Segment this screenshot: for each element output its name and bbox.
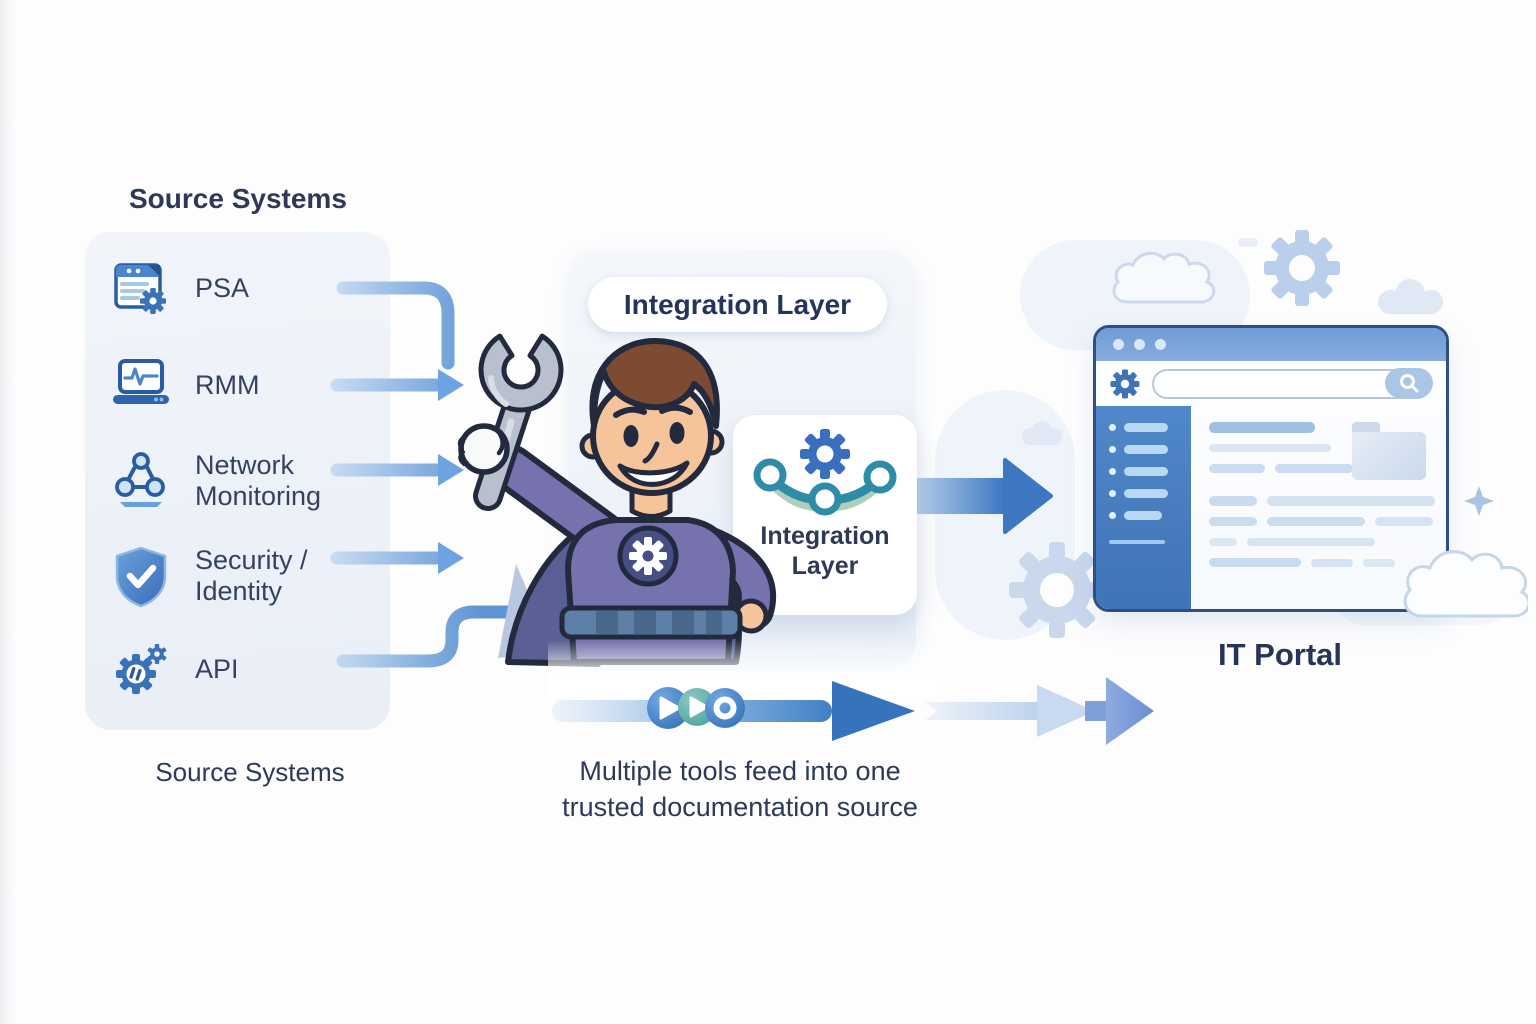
arrowhead [438, 542, 464, 574]
source-systems-footer-label: Source Systems [155, 757, 345, 787]
document-gear-icon [114, 263, 166, 314]
pipeline-arrow [552, 677, 1154, 745]
window-dot [1134, 339, 1145, 350]
cloud-icon [1378, 279, 1443, 314]
source-item-network-monitoring: Network Monitoring [109, 433, 373, 529]
cloud-icon [1022, 421, 1062, 445]
raised-arm [495, 451, 619, 551]
source-systems-heading: Source Systems [129, 183, 347, 214]
sidebar-item [1109, 511, 1191, 520]
source-item-api: API [109, 629, 239, 709]
shield-check-icon [115, 546, 167, 608]
cloud-outline-icon [1403, 550, 1528, 618]
source-systems-panel: PSA RMM Network Monitoring [85, 232, 390, 730]
arrowhead [438, 454, 464, 486]
sidebar-divider [1109, 540, 1165, 544]
window-dot [1113, 339, 1124, 350]
panel-bottom-fade [548, 640, 938, 698]
source-item-security-identity: Security / Identity [109, 536, 373, 616]
source-item-label: Network Monitoring [195, 450, 322, 511]
smile [617, 460, 690, 487]
pipeline-arrowhead [832, 681, 915, 741]
integration-layer-header-label: Integration Layer [623, 289, 852, 320]
window-content [1191, 406, 1446, 609]
integration-layer-header: Integration Layer [588, 277, 887, 332]
source-item-label: PSA [195, 272, 250, 303]
play-circle-teal-icon [678, 688, 716, 726]
window-body [1096, 406, 1446, 609]
record-circle-blue-icon [705, 688, 745, 728]
source-item-rmm: RMM [109, 345, 259, 425]
cloud-dash [1238, 238, 1258, 247]
gear-network-icon [753, 429, 897, 516]
integration-to-portal-arrow [913, 458, 1053, 534]
sidebar-item [1109, 445, 1191, 454]
caption-line2: trusted documentation source [562, 792, 918, 822]
psa-arrow [336, 281, 455, 370]
it-portal-label: IT Portal [1217, 637, 1342, 672]
window-dot [1155, 339, 1166, 350]
window-toolbar [1096, 361, 1446, 406]
sidebar-item [1109, 467, 1191, 476]
chest-gear-icon [629, 537, 667, 575]
left-edge-shading [0, 0, 14, 1024]
sparkle-icon [1464, 486, 1494, 516]
sidebar-item [1109, 423, 1191, 432]
window-sidebar [1096, 406, 1191, 609]
search-icon [1399, 374, 1418, 393]
it-portal-window [1093, 325, 1449, 612]
api-arrow [336, 605, 563, 668]
gear-code-icon [116, 644, 167, 694]
folder-icon [1352, 422, 1426, 480]
superhero-engineer-illustration [457, 333, 776, 667]
cloud-outline-icon [1112, 251, 1216, 304]
gear-icon [1009, 542, 1105, 638]
pipeline-arrowhead-periwinkle [1106, 677, 1154, 745]
play-circle-blue-icon [647, 687, 689, 729]
source-item-label: API [195, 653, 239, 684]
sidebar-item [1109, 489, 1191, 498]
laptop-pulse-icon [113, 359, 169, 404]
hair [589, 337, 720, 429]
source-item-label: RMM [195, 369, 260, 400]
source-item-label: Security / Identity [195, 545, 308, 606]
window-titlebar [1096, 328, 1446, 361]
source-item-psa: PSA [109, 248, 249, 328]
gear-icon [1264, 230, 1340, 306]
gear-icon [1110, 369, 1140, 398]
pipeline-arrowhead-light [1037, 685, 1095, 737]
search-bar [1152, 368, 1433, 399]
integration-layer-badge: Integration Layer [733, 415, 917, 615]
caption-line1: Multiple tools feed into one [579, 756, 901, 786]
source-to-integration-arrows [330, 281, 563, 668]
caption: Multiple tools feed into one trusted doc… [500, 753, 980, 825]
search-button [1384, 368, 1433, 398]
network-nodes-icon [115, 452, 165, 507]
arrowhead [438, 369, 464, 401]
integration-layer-badge-label: Integration Layer [760, 522, 890, 580]
